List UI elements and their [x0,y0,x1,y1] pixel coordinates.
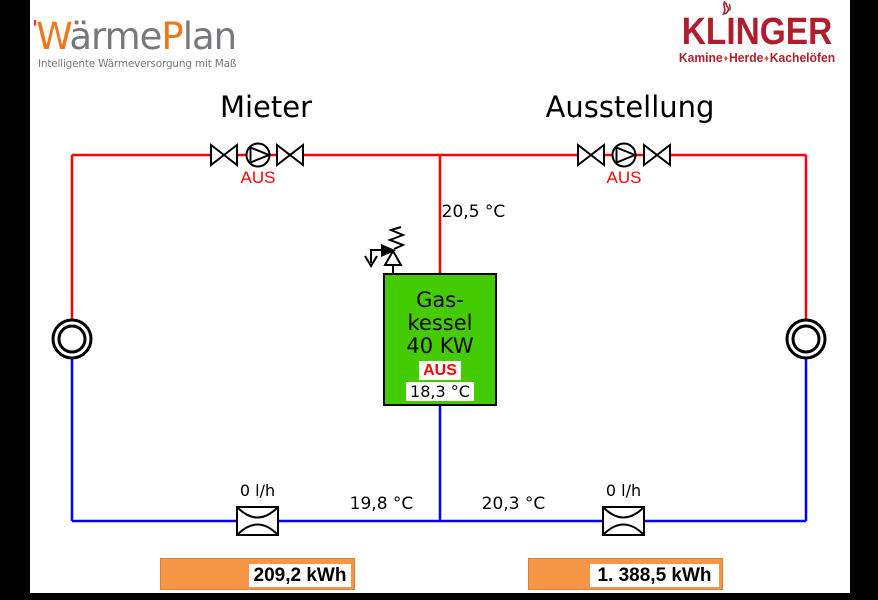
consumer-circle-icon [51,318,93,360]
klinger-tagline-part: Herde [729,51,764,65]
pump-status-mieter: AUS [240,168,276,187]
klinger-logo: KLINGER Kamine♦Herde♦Kachelöfen [666,0,848,65]
circuit-title-ausstellung: Ausstellung [545,90,715,124]
return-temp-label-mieter: 19,8 °C [349,494,414,514]
klinger-tagline: Kamine♦Herde♦Kachelöfen [669,51,846,65]
boiler-name-line: 40 KW [406,334,474,358]
boiler-name-line: kessel [407,311,473,335]
waermeplan-word-part: P [161,15,183,58]
flame-separator-icon: ♦ [723,53,729,63]
waermeplan-wordmark: 'WärmePlan [32,8,237,58]
consumer-circle-icon [785,318,827,360]
waermeplan-tagline: Intelligente Wärmeversorgung mit Maß [38,58,237,70]
boiler-status-badge: AUS [419,361,461,380]
waermeplan-word-part: lan [182,15,237,58]
valve-icon [210,142,238,168]
return-temp-label-ausstellung: 20,3 °C [481,494,546,514]
gas-boiler: Gas- kessel 40 KW AUS 18,3 °C [383,273,497,406]
pipe-network [70,153,808,523]
klinger-tagline-part: Kachelöfen [769,51,836,65]
flame-icon [721,1,731,16]
waermeplan-logo: 'WärmePlan Intelligente Wärmeversorgung … [32,8,237,70]
flow-meter-icon [602,506,645,536]
flow-rate-label-ausstellung: 0 l/h [605,481,642,500]
pump-status-ausstellung: AUS [606,168,642,187]
waermeplan-word-part: W [36,15,70,58]
visualization-screen: 'WärmePlan Intelligente Wärmeversorgung … [30,0,850,593]
pump-icon [611,142,638,168]
valve-icon [643,142,671,168]
safety-valve-icon [364,226,406,273]
waermeplan-word-part: ärme [69,15,162,58]
pump-icon [245,142,272,168]
hydraulic-diagram [51,142,827,536]
boiler-name: Gas- kessel 40 KW [385,275,495,358]
flow-meter-icon [236,506,279,536]
klinger-wordmark: KLINGER [681,11,833,53]
klinger-tagline-part: Kamine [678,51,723,65]
energy-value-ausstellung: 1. 388,5 kWh [590,564,719,587]
valve-icon [276,142,304,168]
flame-separator-icon: ♦ [764,53,769,63]
energy-counter-ausstellung: 1. 388,5 kWh [528,558,723,590]
boiler-temp-badge: 18,3 °C [406,382,474,401]
flow-rate-label-mieter: 0 l/h [239,481,276,500]
energy-counter-mieter: 209,2 kWh [160,558,355,590]
waermeplan-logo-mark: ' [32,16,38,40]
circuit-title-mieter: Mieter [219,90,313,124]
boiler-name-line: Gas- [416,288,464,312]
energy-value-mieter: 209,2 kWh [249,564,351,587]
valve-icon [577,142,605,168]
boiler-supply-temp-label: 20,5 °C [441,202,506,222]
